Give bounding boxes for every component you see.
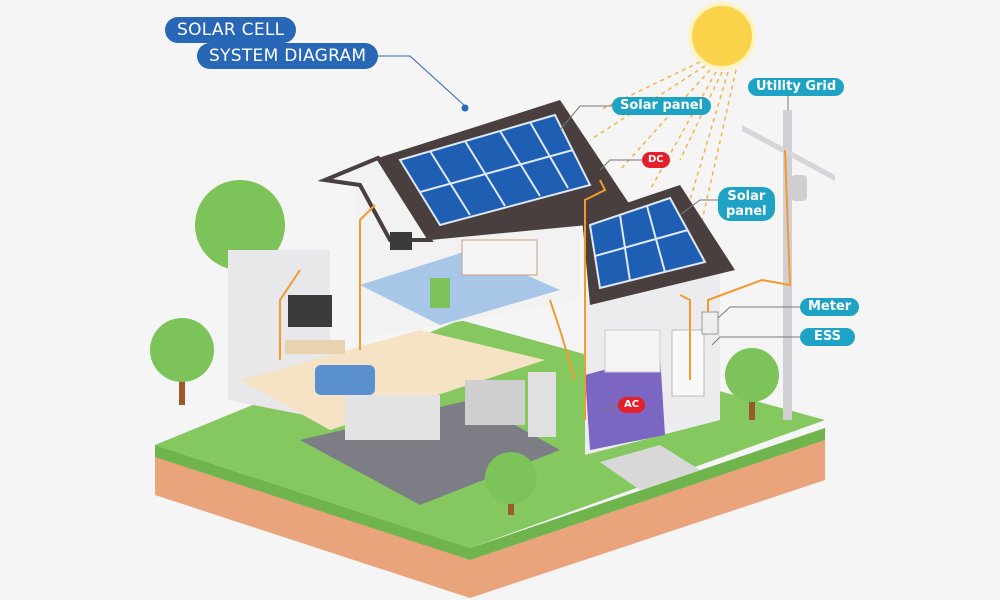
label-utility-grid: Utility Grid xyxy=(748,78,845,96)
title-leader-dot xyxy=(461,104,469,112)
wiring xyxy=(279,149,792,420)
label-ac: AC xyxy=(618,397,646,413)
label-dc: DC xyxy=(642,152,670,168)
pole-crossarm xyxy=(742,125,835,181)
sun xyxy=(688,2,756,70)
label-solar-panel-2-line2: panel xyxy=(726,204,767,219)
island-grass xyxy=(155,428,825,560)
label-solar-panel-2-line1: Solar xyxy=(727,189,766,204)
furniture xyxy=(285,232,719,440)
utility-pole xyxy=(783,110,792,420)
living-room-floor xyxy=(240,330,545,430)
path xyxy=(600,445,700,490)
title-leader xyxy=(362,55,466,107)
label-solar-panel-1: Solar panel xyxy=(612,97,712,115)
title-line1: SOLAR CELL xyxy=(165,17,297,43)
solar-panel-array-2 xyxy=(588,196,707,290)
transformer xyxy=(791,175,807,201)
label-solar-panel-2: Solar panel xyxy=(718,187,775,221)
title-line2: SYSTEM DIAGRAM xyxy=(197,43,379,69)
sun-rays xyxy=(589,61,737,231)
label-ess: ESS xyxy=(800,328,856,346)
leader-lines xyxy=(559,95,800,413)
label-meter: Meter xyxy=(800,298,860,316)
island-soil xyxy=(155,440,825,598)
